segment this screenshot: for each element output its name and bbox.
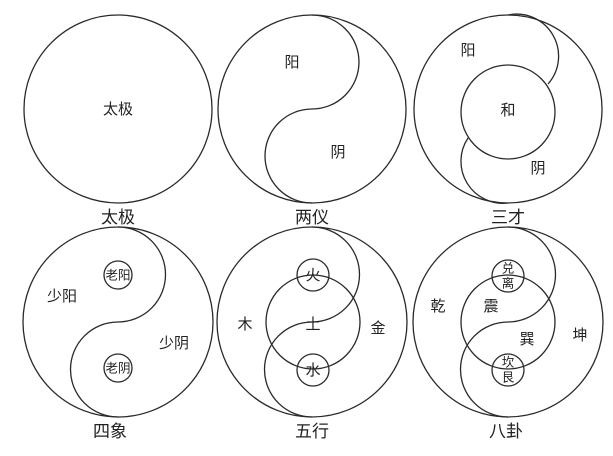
label-taiji-center: 太极 [103, 100, 133, 118]
label-he: 和 [500, 101, 515, 119]
label-water: 水 [305, 361, 320, 379]
label-zhen: 震 [483, 297, 498, 315]
label-fire: 火 [305, 266, 320, 284]
inner-circle [460, 64, 556, 160]
label-shaoyin: 少阴 [159, 334, 189, 352]
label-earth: 土 [305, 315, 320, 333]
caption-sixiang: 四象 [93, 422, 127, 442]
label-dui: 兑 [502, 261, 515, 276]
label-gen: 艮 [502, 370, 515, 385]
label-yang: 阳 [284, 53, 299, 71]
caption-liangyi: 两仪 [295, 208, 329, 228]
label-li: 离 [502, 276, 515, 291]
diagram-sixiang: 老阳 老阴 少阳 少阴 四象 [22, 226, 214, 442]
kan-gen-circle [491, 353, 525, 387]
caption-sancai: 三才 [491, 208, 525, 228]
fire-circle [296, 258, 330, 292]
label-shaoyang: 少阳 [47, 287, 77, 305]
caption-wuxing: 五行 [295, 422, 329, 442]
label-kun: 坤 [572, 326, 587, 344]
earth-circle [265, 274, 361, 370]
caption-bagua: 八卦 [489, 422, 523, 442]
laoyang-circle [103, 260, 133, 290]
lower-arc [460, 137, 509, 204]
yin-yang-s-curve [264, 14, 360, 204]
label-laoyang: 老阳 [105, 268, 130, 283]
diagram-taiji: 太极 太极 [23, 14, 213, 228]
water-circle [296, 353, 330, 387]
yin-yang-s-curve [263, 226, 361, 418]
yin-yang-s-curve [69, 226, 167, 418]
label-wood: 木 [237, 315, 252, 333]
outer-circle [23, 14, 213, 204]
inner-circle [460, 274, 556, 370]
diagram-sancai: 阳 和 阴 三才 [413, 13, 603, 228]
label-yin: 阴 [330, 143, 345, 161]
diagram-wuxing: 火 水 土 木 金 五行 [216, 226, 408, 442]
diagram-bagua: 兑 离 坎 艮 乾 震 巽 坤 八卦 [412, 226, 604, 442]
diagram-liangyi: 阳 阴 两仪 [217, 14, 407, 228]
yin-yang-s-curve [459, 226, 557, 418]
label-laoyin: 老阴 [105, 361, 130, 376]
laoyin-circle [103, 353, 133, 383]
dui-li-circle [491, 259, 525, 293]
label-qian: 乾 [430, 297, 445, 315]
label-metal: 金 [370, 319, 385, 337]
label-yin: 阴 [530, 159, 545, 177]
label-xun: 巽 [519, 330, 534, 348]
label-kan: 坎 [502, 355, 515, 370]
label-yang: 阳 [460, 41, 475, 59]
upper-arc [507, 13, 560, 85]
caption-taiji: 太极 [101, 208, 135, 228]
